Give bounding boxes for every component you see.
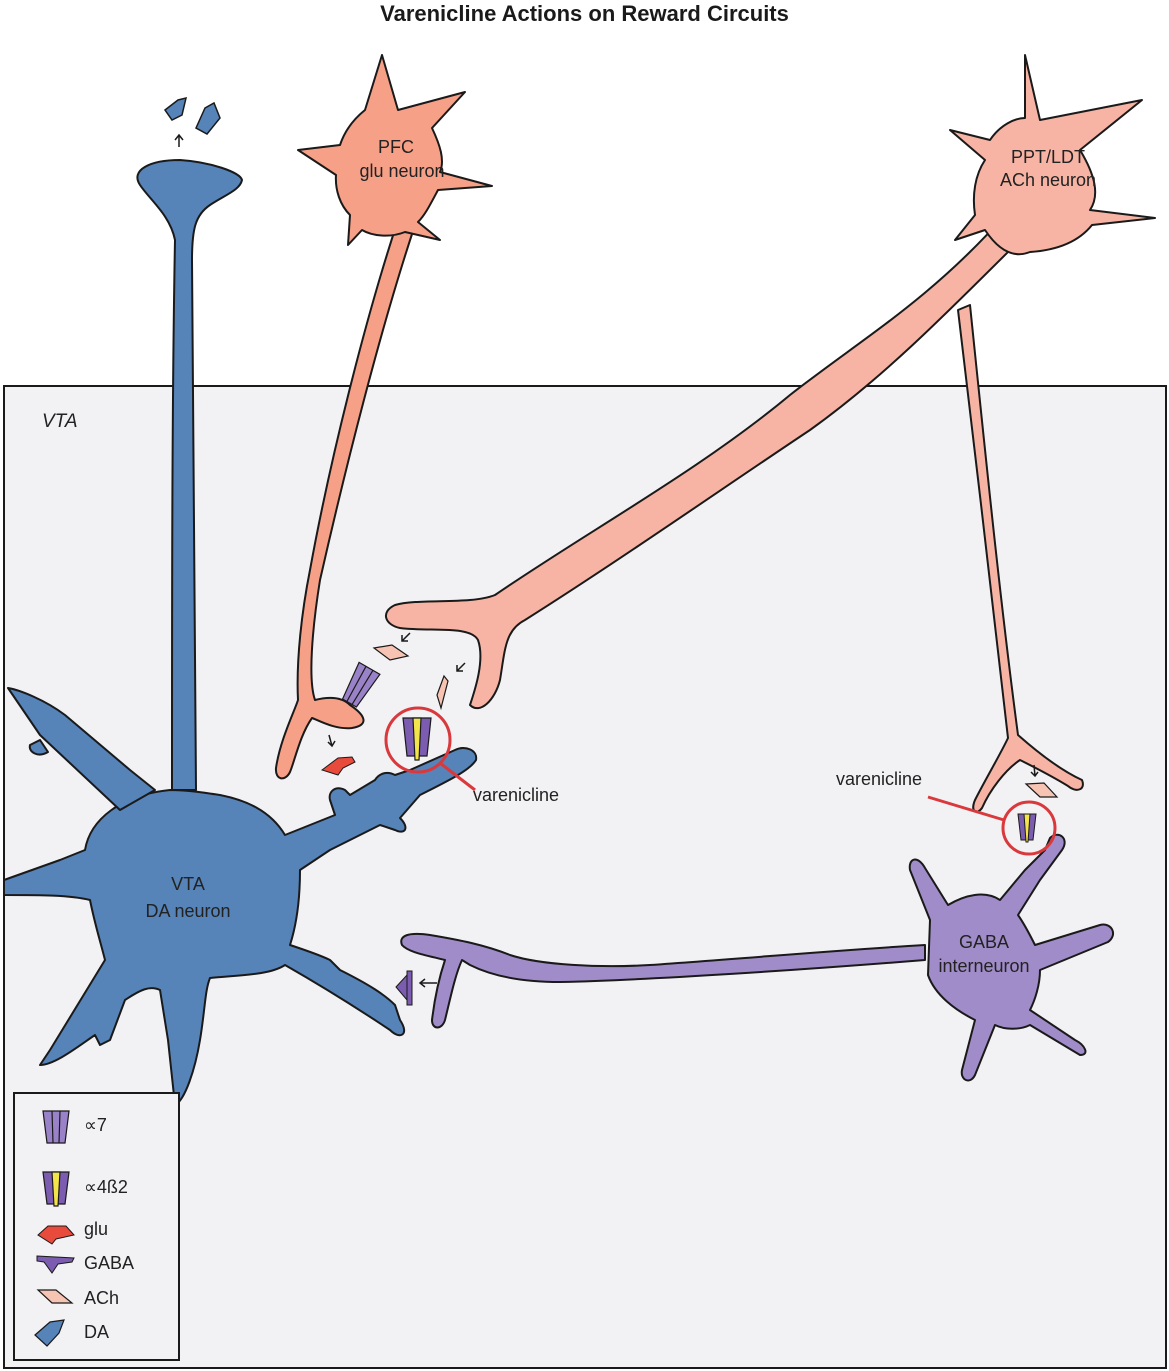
legend-label-gaba: GABA <box>84 1253 134 1273</box>
vta-neuron-label-1: VTA <box>171 874 205 894</box>
arrow-down-icon <box>401 632 411 642</box>
pfc-neuron-label-1: PFC <box>378 137 414 157</box>
release-arrows <box>174 133 1039 988</box>
legend-label-alpha7: ∝7 <box>84 1115 107 1135</box>
arrow-up-icon <box>174 133 184 147</box>
ach-molecule <box>436 674 449 711</box>
arrow-down-icon <box>456 662 466 672</box>
ach-molecule <box>1024 782 1059 798</box>
alpha4beta2-receptor-left <box>402 717 432 761</box>
arrow-down-icon <box>1030 764 1039 778</box>
gaba-interneuron <box>400 833 1115 1082</box>
ppt-neuron-label-2: ACh neuron <box>1000 170 1096 190</box>
varenicline-highlight-right <box>1001 800 1057 856</box>
legend-label-ach: ACh <box>84 1288 119 1308</box>
vta-da-neuron <box>3 159 478 1106</box>
gaba-neuron-label-2: interneuron <box>938 956 1029 976</box>
alpha4beta2-receptor-icon <box>42 1171 70 1207</box>
da-molecule <box>195 101 221 135</box>
varenicline-label-left: varenicline <box>473 785 559 805</box>
ach-icon <box>36 1289 74 1304</box>
gaba-molecule <box>395 970 413 1006</box>
pfc-neuron <box>274 54 493 780</box>
legend: ∝7 ∝4ß2 glu GABA ACh DA <box>13 1092 180 1361</box>
vta-region-label: VTA <box>42 411 78 432</box>
da-molecule <box>163 96 188 121</box>
legend-label-glu: glu <box>84 1219 108 1239</box>
ppt-soma <box>949 54 1156 256</box>
pfc-soma <box>297 54 493 246</box>
gaba-neuron-label-1: GABA <box>959 932 1009 952</box>
alpha4beta2-receptor-right <box>1017 813 1037 843</box>
legend-box <box>13 1092 180 1361</box>
pfc-neuron-label-2: glu neuron <box>359 161 444 181</box>
glu-molecule <box>320 756 356 776</box>
vta-neuron-label-2: DA neuron <box>145 901 230 921</box>
da-release <box>163 96 221 135</box>
alpha7-receptor <box>341 661 381 708</box>
varenicline-highlight-left <box>384 706 452 774</box>
ach-molecule <box>372 644 410 661</box>
diagram-title: Varenicline Actions on Reward Circuits <box>380 1 789 26</box>
alpha7-receptor-icon <box>42 1110 70 1144</box>
arrow-left-icon <box>418 978 437 988</box>
glu-icon <box>37 1225 75 1245</box>
ach-neuron <box>385 54 1156 813</box>
gaba-icon <box>36 1255 75 1274</box>
varenicline-pointer-left <box>439 761 476 792</box>
gaba-soma <box>908 833 1115 1082</box>
varenicline-label-right: varenicline <box>836 769 922 789</box>
varenicline-pointer-right <box>927 795 1005 822</box>
ach-molecules <box>372 644 1059 798</box>
da-icon <box>34 1319 65 1347</box>
legend-label-da: DA <box>84 1322 109 1342</box>
arrow-down-icon <box>327 734 336 748</box>
legend-label-alpha4beta2: ∝4ß2 <box>84 1177 128 1197</box>
ppt-neuron-label-1: PPT/LDT <box>1011 147 1085 167</box>
